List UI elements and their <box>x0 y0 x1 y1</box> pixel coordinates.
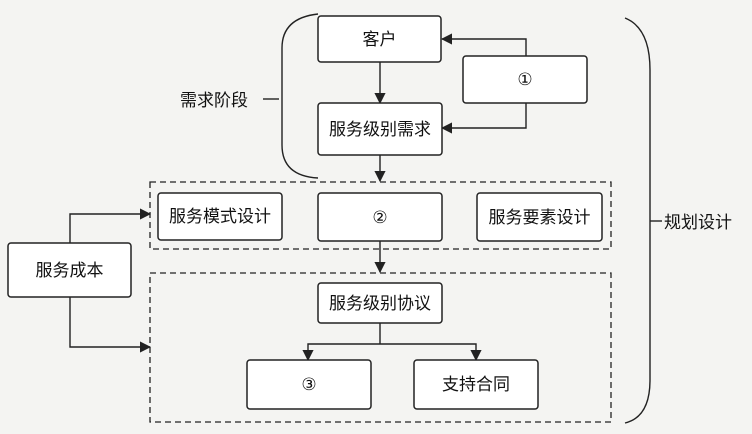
customer-label: 客户 <box>363 30 397 50</box>
service-mode-design-node: 服务模式设计 <box>157 192 283 241</box>
agreement-to-supporting-contract-arrow <box>380 343 482 362</box>
service-cost-label: 服务成本 <box>36 261 104 281</box>
planning-design-bracket <box>624 17 651 424</box>
requirements-phase-label: 需求阶段 <box>180 91 248 111</box>
circle-one-label: ① <box>517 70 532 90</box>
service-cost-to-agreement-group-arrow <box>69 297 152 353</box>
circle-one-to-customer-arrow <box>440 33 527 56</box>
service-level-requirements-node: 服务级别需求 <box>317 102 443 156</box>
service-level-agreement-label: 服务级别协议 <box>329 294 431 314</box>
circle-two-label: ② <box>372 208 387 228</box>
circle-one-to-requirements-arrow <box>440 103 527 134</box>
customer-node: 客户 <box>317 15 442 63</box>
circle-three-label: ③ <box>301 375 316 395</box>
requirements-phase-bracket <box>281 13 319 179</box>
circle-three-node: ③ <box>246 359 372 410</box>
planning-design-label: 规划设计 <box>664 213 732 233</box>
service-cost-node: 服务成本 <box>7 242 132 298</box>
service-level-requirements-label: 服务级别需求 <box>329 120 431 140</box>
circle-two-node: ② <box>317 192 443 242</box>
supporting-contract-node: 支持合同 <box>413 359 539 410</box>
service-level-agreement-node: 服务级别协议 <box>317 282 443 324</box>
service-cost-to-design-group-arrow <box>69 208 152 243</box>
service-elements-design-node: 服务要素设计 <box>476 192 603 242</box>
service-mode-design-label: 服务模式设计 <box>169 207 271 227</box>
supporting-contract-label: 支持合同 <box>442 375 510 395</box>
circle-one-node: ① <box>462 55 588 104</box>
agreement-to-circle-three-arrow <box>302 343 380 362</box>
service-elements-design-label: 服务要素设计 <box>489 208 591 228</box>
